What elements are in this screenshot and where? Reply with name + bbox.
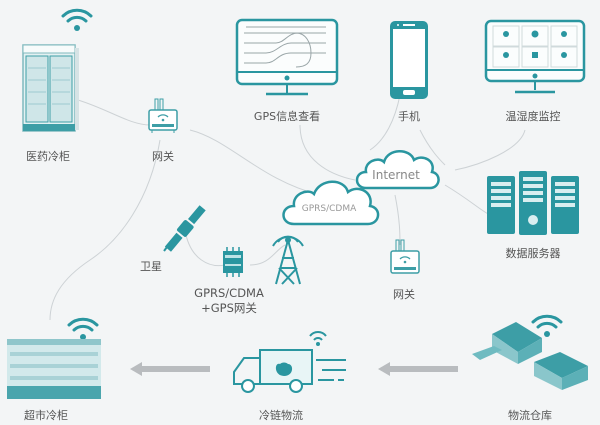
phone-label: 手机 bbox=[398, 110, 420, 123]
gateway-router-icon bbox=[148, 98, 178, 133]
gps-monitor-icon bbox=[235, 18, 339, 96]
temp-humidity-monitor-icon bbox=[484, 19, 586, 94]
gateway-router-right-icon bbox=[390, 239, 420, 274]
internet-cloud-label: Internet bbox=[372, 168, 420, 182]
data-server-label: 数据服务器 bbox=[505, 247, 561, 260]
gprs-cloud-icon bbox=[282, 180, 380, 226]
cold-chain-label: 冷链物流 bbox=[259, 409, 303, 422]
phone-icon bbox=[390, 21, 428, 99]
temp-monitor-label: 温湿度监控 bbox=[505, 110, 561, 123]
supermarket-fridge-label: 超市冷柜 bbox=[24, 409, 68, 422]
satellite-icon bbox=[163, 205, 206, 252]
satellite-label: 卫星 bbox=[140, 260, 162, 273]
arrow-left-2 bbox=[378, 362, 458, 376]
warehouse-icon bbox=[472, 322, 588, 390]
internet-cloud-icon bbox=[355, 150, 440, 190]
wifi-icon bbox=[531, 314, 563, 337]
cold-chain-truck-icon bbox=[233, 331, 346, 393]
wifi-icon bbox=[67, 317, 99, 340]
gateway-right-label: 网关 bbox=[393, 288, 415, 301]
warehouse-label: 物流仓库 bbox=[508, 409, 552, 422]
supermarket-fridge-icon bbox=[7, 339, 101, 399]
pharma-fridge-node bbox=[20, 4, 93, 144]
gprs-gateway-label-2: +GPS网关 bbox=[201, 301, 257, 315]
gprs-cloud-label: GPRS/CDMA bbox=[301, 204, 357, 214]
pharma-fridge-label: 医药冷柜 bbox=[26, 150, 70, 163]
cell-tower-icon bbox=[272, 235, 304, 285]
data-server-icon bbox=[487, 171, 579, 235]
gprs-gps-gateway-icon bbox=[223, 247, 243, 277]
pharma-fridge-icon bbox=[22, 44, 79, 132]
gateway-top-label: 网关 bbox=[152, 150, 174, 163]
gps-view-label: GPS信息查看 bbox=[253, 110, 321, 123]
arrow-left-1 bbox=[130, 362, 210, 376]
gprs-gateway-label-1: GPRS/CDMA bbox=[194, 286, 264, 300]
wifi-icon bbox=[61, 8, 93, 31]
